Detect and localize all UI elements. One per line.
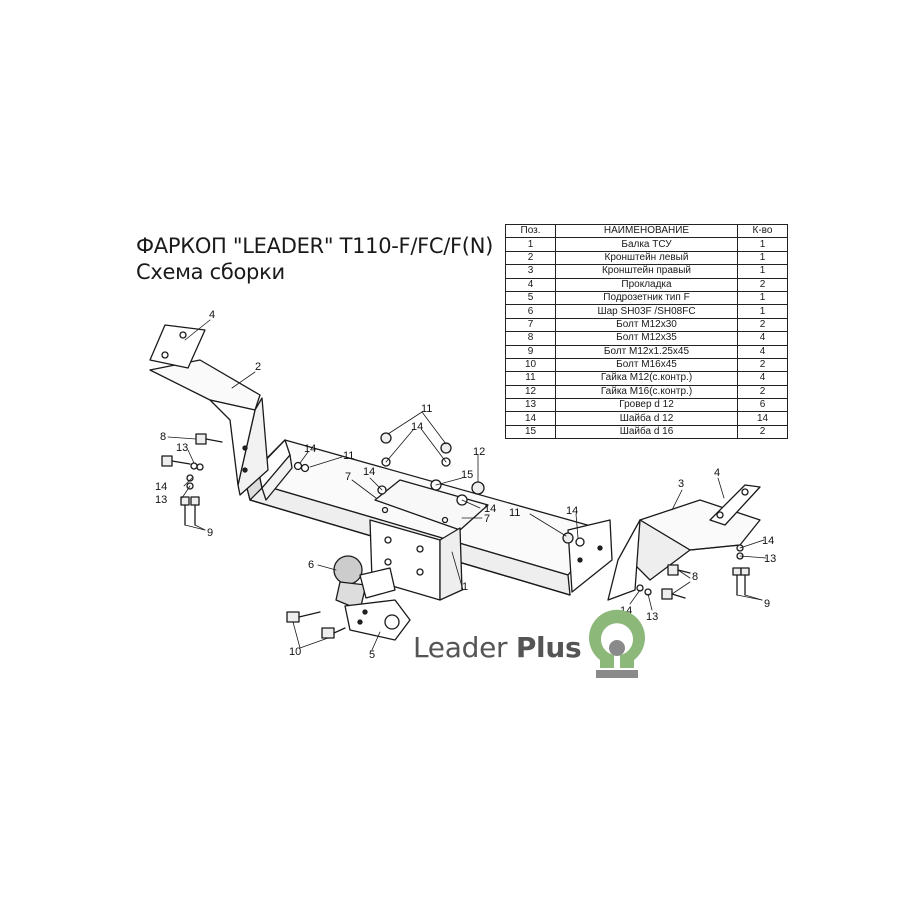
center-mount-plate	[369, 479, 489, 601]
logo-wordmark: Leader Plus	[413, 631, 582, 664]
callout-5: 5	[369, 649, 375, 661]
callout-13-d: 13	[646, 611, 658, 623]
callout-15: 15	[461, 469, 473, 481]
socket-plate	[344, 599, 411, 641]
callout-14-e: 14	[566, 505, 578, 517]
tow-ball	[333, 555, 396, 611]
bolts-8-left	[161, 433, 223, 471]
callout-6: 6	[308, 559, 314, 571]
logo-word-plus: Plus	[515, 631, 582, 664]
callout-labels: 4 2 3 4 1 5 6 7 7 8 8 9 9 10 11 11 11 12…	[155, 309, 776, 661]
right-spacer	[709, 484, 761, 526]
title-line-2: Схема сборки	[136, 260, 285, 284]
callout-13-a: 13	[176, 442, 188, 454]
callout-11-left: 11	[343, 450, 354, 462]
callout-9-right: 9	[764, 598, 770, 610]
callout-3: 3	[678, 478, 684, 490]
callout-4-left: 4	[209, 309, 215, 321]
callout-11-right: 11	[509, 507, 520, 519]
callout-8-left: 8	[160, 431, 166, 443]
callout-7-b: 7	[484, 513, 490, 525]
logo-word-leader: Leader	[413, 631, 508, 664]
callout-2: 2	[255, 361, 261, 373]
diagram-title: ФАРКОП "LEADER" T110-F/FC/F(N) Схема сбо…	[136, 233, 493, 285]
cell-qty: 2	[737, 384, 788, 400]
title-line-1: ФАРКОП "LEADER" T110-F/FC/F(N)	[136, 234, 494, 258]
callout-13-c: 13	[764, 553, 776, 565]
callout-14-c: 14	[363, 466, 375, 478]
leader-lines	[167, 319, 767, 651]
callout-14-g: 14	[762, 535, 774, 547]
callout-14-f: 14	[155, 481, 167, 493]
callout-11-top: 11	[421, 403, 432, 415]
callout-12: 12	[473, 446, 485, 458]
callout-1: 1	[462, 581, 468, 593]
callout-10: 10	[289, 646, 301, 658]
callout-14-a: 14	[304, 443, 316, 455]
left-spacer	[149, 324, 206, 369]
callout-13-b: 13	[155, 494, 167, 506]
callout-9-left: 9	[207, 527, 213, 539]
callout-14-d: 14	[484, 503, 496, 515]
left-bracket	[149, 359, 269, 496]
callout-8-right: 8	[692, 571, 698, 583]
callout-4-right: 4	[714, 467, 720, 479]
bolts-9-left	[180, 474, 200, 526]
callout-14-b: 14	[411, 421, 423, 433]
leader-plus-logo-mark	[589, 609, 645, 678]
cell-qty: 2	[737, 424, 788, 440]
right-bracket	[607, 499, 761, 601]
callout-7-a: 7	[345, 471, 351, 483]
bolts-10	[286, 611, 346, 639]
